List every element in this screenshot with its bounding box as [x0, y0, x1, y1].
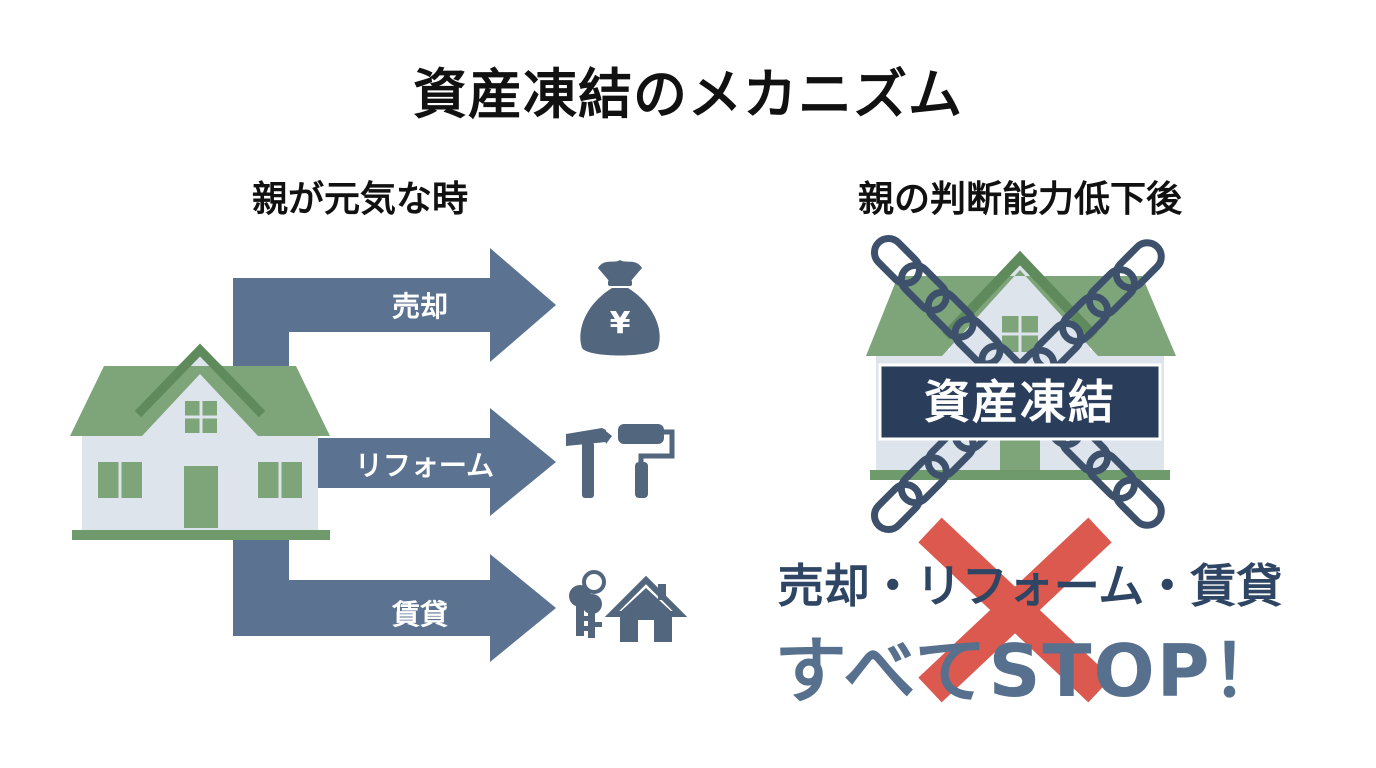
hammer-handle [582, 442, 594, 498]
frozen-house-door [1000, 440, 1040, 472]
red-cross-mark [918, 517, 1112, 703]
frozen-label-plate [878, 363, 1162, 441]
house-window-upper [185, 401, 217, 433]
house-roof [70, 366, 330, 436]
arrow-reform [300, 408, 556, 516]
hammer-and-paint-roller-icon [566, 424, 675, 498]
arrow-label-sale: 売却 [391, 290, 448, 323]
house-ground [72, 530, 330, 540]
right-panel-heading: 親の判断能力低下後 [857, 179, 1182, 220]
house-left [70, 343, 330, 540]
roller-cylinder [618, 424, 664, 444]
hammer-head [566, 428, 606, 446]
page-title: 資産凍結のメカニズム [413, 63, 963, 126]
roller-handle [635, 462, 648, 498]
arrow-label-reform: リフォーム [354, 449, 495, 482]
frozen-house-window [1002, 316, 1038, 352]
asset-freeze-label: 資産凍結 [924, 375, 1116, 429]
yen-symbol: ¥ [610, 306, 631, 341]
branch-arrows [233, 248, 556, 662]
arrow-label-rent: 賃貸 [391, 598, 448, 631]
arrow-rent [233, 554, 556, 662]
frozen-house-ground [870, 470, 1170, 480]
stop-message-line2: すべてSTOP！ [774, 629, 1286, 713]
house-door [184, 466, 218, 528]
yen-money-bag-icon: ¥ [580, 260, 660, 356]
arrow-sale [233, 248, 556, 362]
house-roof-ridge [134, 343, 266, 418]
left-panel-heading: 親が元気な時 [251, 179, 468, 220]
keys-and-house-icon [569, 570, 688, 642]
stop-message-line1: 売却・リフォーム・賃貸 [777, 559, 1283, 613]
house-window-right [258, 462, 302, 498]
house-window-left [98, 462, 142, 498]
